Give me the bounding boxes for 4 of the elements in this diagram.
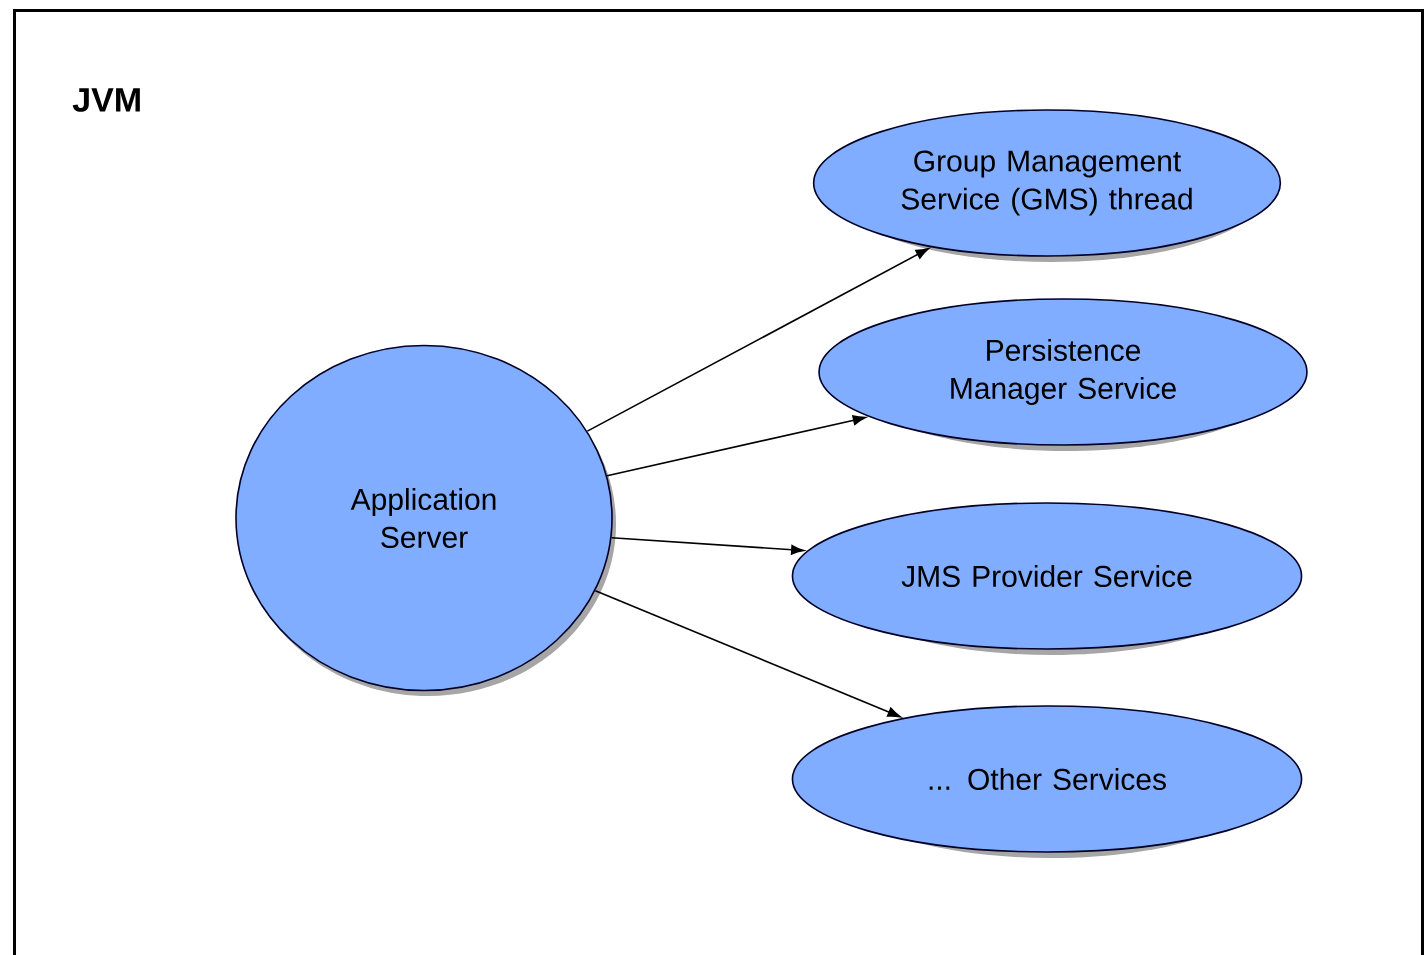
arrow: [610, 536, 805, 555]
arrow: [606, 415, 866, 477]
arrow: [594, 589, 901, 718]
arrow: [586, 248, 929, 432]
